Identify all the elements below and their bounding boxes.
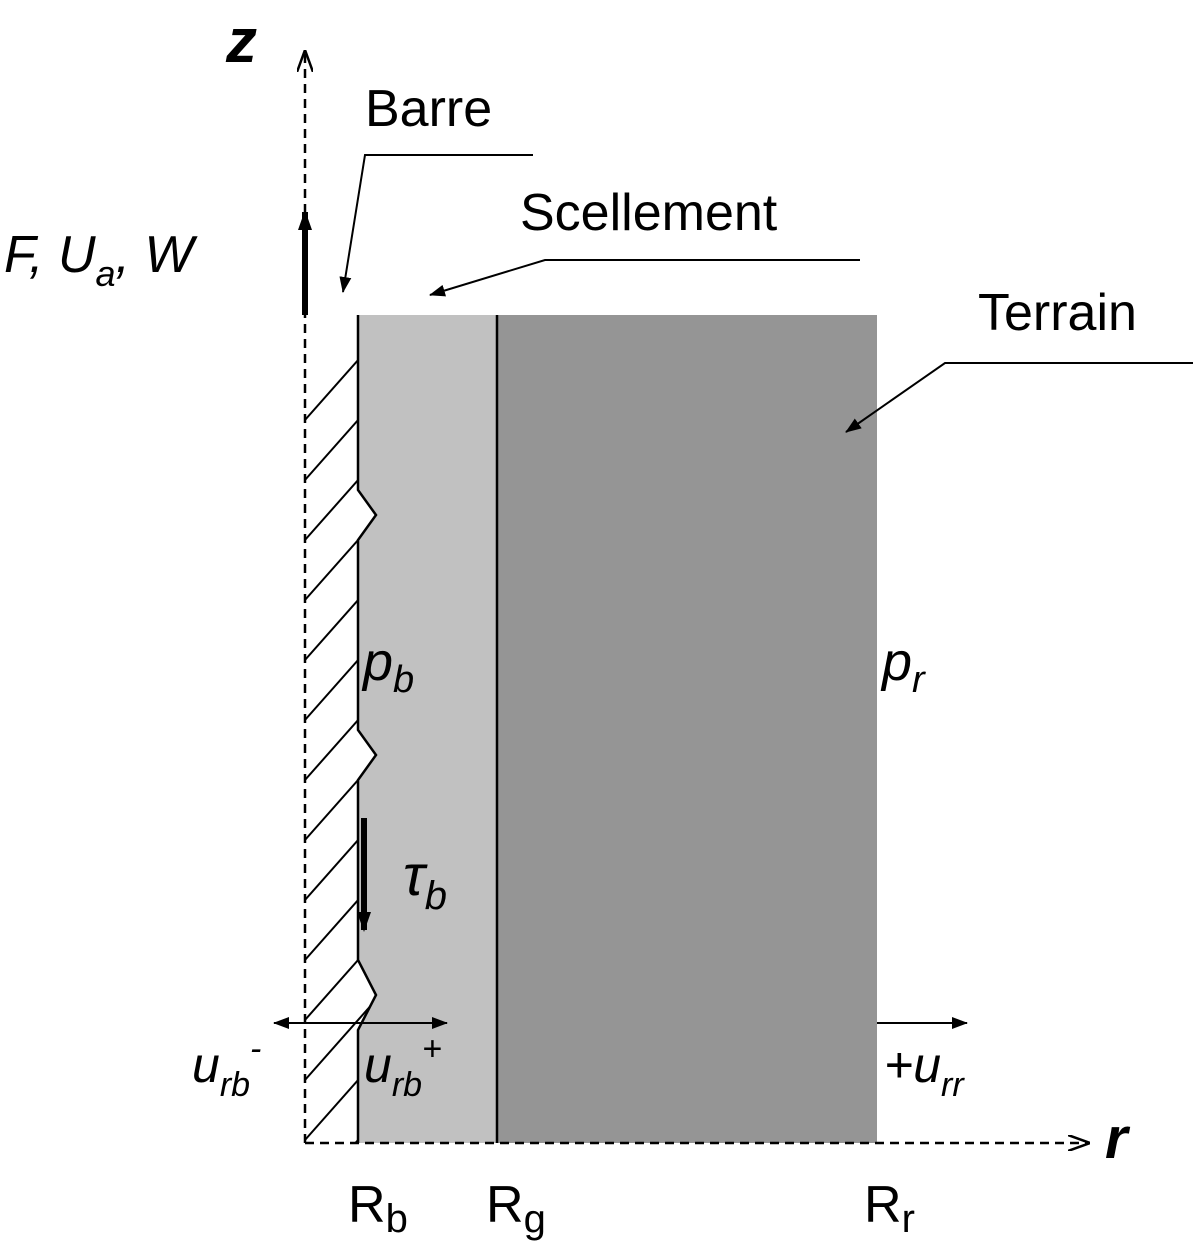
tau-label: τb (403, 843, 447, 918)
urr-label: +urr (884, 1037, 965, 1104)
urb-plus-label: urb+ (364, 1030, 442, 1104)
z-axis-label: z (225, 7, 257, 76)
bar-profile-line (356, 315, 378, 1143)
load-label: F, Ua, W (4, 226, 198, 294)
rr-label: Rr (864, 1176, 915, 1241)
scellement-leader (429, 259, 860, 297)
barre-leader (339, 154, 533, 293)
r-axis-label: r (1105, 1106, 1131, 1171)
pr-label: pr (880, 632, 926, 701)
terrain-leader (845, 362, 1193, 433)
ground-region (497, 315, 877, 1143)
pb-label: pb (361, 632, 414, 701)
grout-region (358, 315, 497, 1143)
rg-label: Rg (486, 1176, 546, 1241)
rb-label: Rb (348, 1176, 408, 1241)
barre-label: Barre (365, 80, 492, 138)
urb-minus-label: urb- (192, 1030, 261, 1104)
scellement-label: Scellement (520, 184, 778, 242)
terrain-label: Terrain (978, 284, 1137, 342)
